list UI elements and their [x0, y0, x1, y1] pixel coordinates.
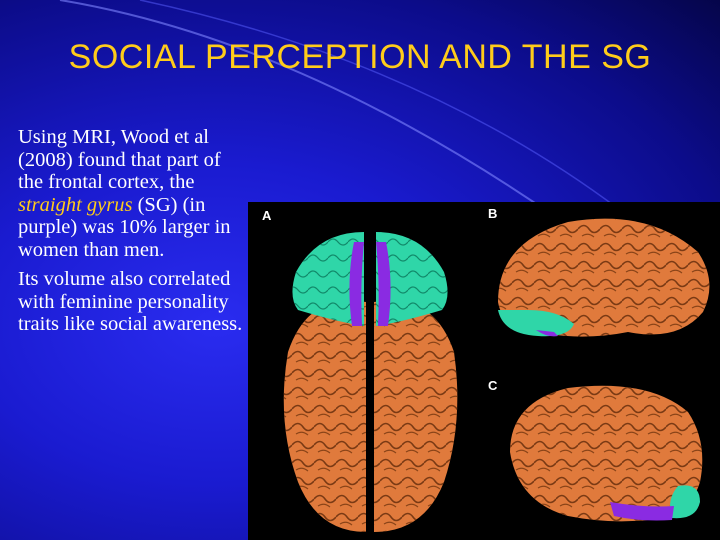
straight-gyrus-term: straight gyrus — [18, 193, 133, 216]
panel-a-straight-gyrus-left — [349, 242, 364, 326]
panel-b-straight-gyrus — [536, 330, 558, 337]
panel-c-brain — [510, 385, 703, 522]
slide-body: Using MRI, Wood et al (2008) found that … — [18, 126, 250, 343]
panel-label-a: A — [262, 208, 272, 223]
brain-mri-figure: A B C — [248, 202, 720, 540]
brain-renderings — [283, 218, 710, 534]
slide-title: SOCIAL PERCEPTION AND THE SG — [68, 38, 652, 76]
paragraph-2: Its volume also correlated with feminine… — [18, 268, 243, 335]
panel-a-straight-gyrus-right — [376, 242, 391, 326]
paragraph-1-part-2: (SG) (in purple) was 10% larger in women… — [18, 193, 231, 261]
panel-label-b: B — [488, 206, 498, 221]
panel-c-frontal — [670, 485, 700, 519]
panel-c-straight-gyrus — [610, 502, 674, 521]
paragraph-1: Using MRI, Wood et al (2008) found that … — [18, 126, 250, 261]
panel-b-brain — [498, 218, 710, 337]
panel-a-brain — [283, 230, 458, 534]
panel-b-frontal — [498, 310, 574, 337]
panel-label-c: C — [488, 378, 498, 393]
paragraph-1-part-1: Using MRI, Wood et al (2008) found that … — [18, 126, 221, 193]
panel-a-fissure — [366, 230, 374, 534]
